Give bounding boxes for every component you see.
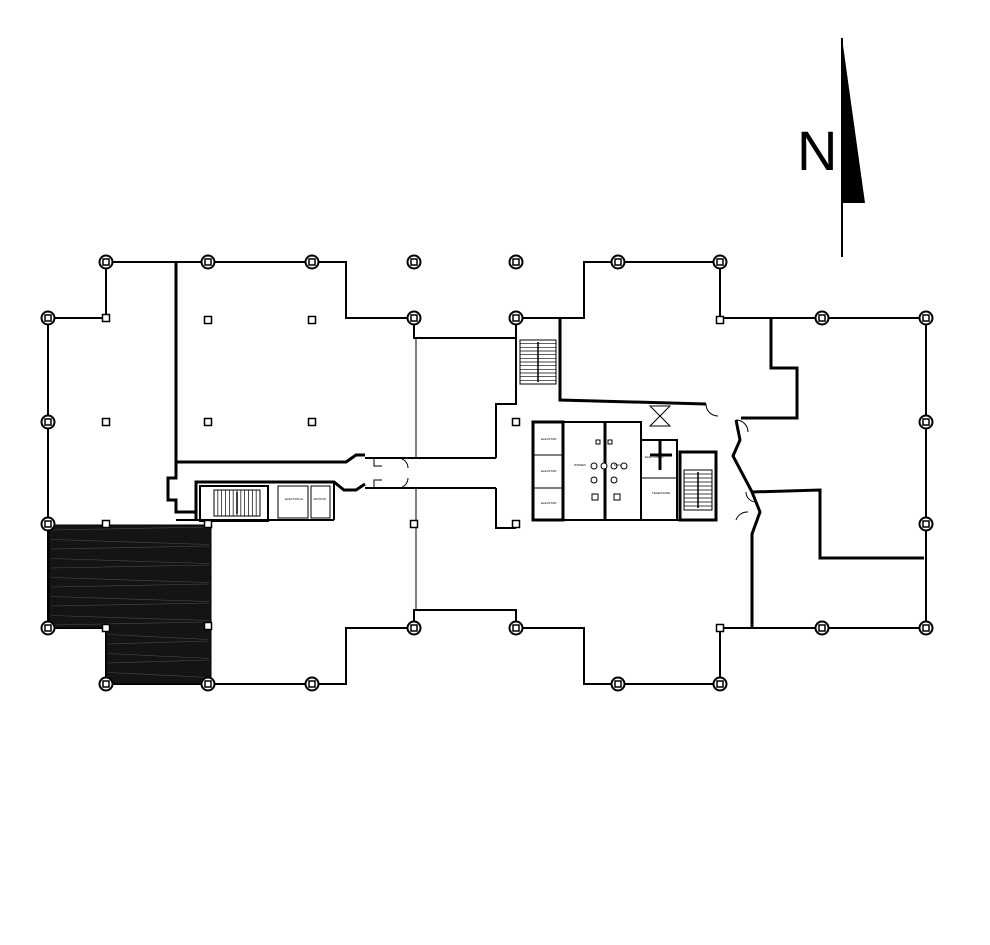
column-13 xyxy=(918,414,934,430)
column-20 xyxy=(918,620,934,636)
column-23 xyxy=(304,676,320,692)
interior-column-3 xyxy=(715,315,725,325)
column-0 xyxy=(98,254,114,270)
west-wing-walls xyxy=(166,262,366,522)
column-17 xyxy=(406,620,422,636)
column-10 xyxy=(814,310,830,326)
column-19 xyxy=(814,620,830,636)
room-label-electrical: ELECTRICAL xyxy=(285,497,304,501)
east-wing-walls xyxy=(705,318,924,628)
north-arrow-head xyxy=(842,38,865,203)
north-label: N xyxy=(797,119,837,182)
column-1 xyxy=(200,254,216,270)
column-25 xyxy=(712,676,728,692)
interior-column-6 xyxy=(307,417,317,427)
room-label-telephone: TELEPHONE xyxy=(652,491,670,495)
interior-column-8 xyxy=(101,519,111,529)
room-label-men: MEN xyxy=(614,463,621,467)
column-11 xyxy=(918,310,934,326)
central-corridor xyxy=(365,338,496,610)
interior-column-14 xyxy=(715,623,725,633)
column-24 xyxy=(610,676,626,692)
structural-columns xyxy=(40,254,934,692)
column-18 xyxy=(508,620,524,636)
column-14 xyxy=(40,516,56,532)
interior-column-5 xyxy=(203,417,213,427)
restroom-fixtures xyxy=(590,439,628,501)
column-2 xyxy=(304,254,320,270)
interior-column-10 xyxy=(409,519,419,529)
column-15 xyxy=(918,516,934,532)
room-label-women: WOMEN xyxy=(574,463,586,467)
column-8 xyxy=(406,310,422,326)
room-label-elevator-1: ELEVATOR xyxy=(541,437,557,441)
room-label-elevator-3: ELEVATOR xyxy=(541,501,557,505)
column-3 xyxy=(406,254,422,270)
column-5 xyxy=(610,254,626,270)
fountain-fixture xyxy=(648,405,672,470)
north-arrow: N xyxy=(797,38,865,257)
interior-column-7 xyxy=(511,417,521,427)
column-4 xyxy=(508,254,524,270)
interior-column-12 xyxy=(101,623,111,633)
column-12 xyxy=(40,414,56,430)
roof-hatch-area xyxy=(48,524,212,685)
interior-column-11 xyxy=(511,519,521,529)
column-7 xyxy=(40,310,56,326)
exterior-walls xyxy=(47,261,927,685)
column-22 xyxy=(200,676,216,692)
building-core xyxy=(495,318,718,529)
interior-column-0 xyxy=(101,313,111,323)
interior-column-4 xyxy=(101,417,111,427)
interior-column-1 xyxy=(203,315,213,325)
column-9 xyxy=(508,310,524,326)
column-16 xyxy=(40,620,56,636)
interior-column-2 xyxy=(307,315,317,325)
interior-column-9 xyxy=(203,519,213,529)
room-label-electrical-2: ELECTRICAL xyxy=(645,455,664,459)
room-label-elevator-2: ELEVATOR xyxy=(541,469,557,473)
interior-column-13 xyxy=(203,621,213,631)
column-6 xyxy=(712,254,728,270)
room-label-janitor: JANITOR xyxy=(313,497,327,501)
column-21 xyxy=(98,676,114,692)
room-labels: ELECTRICAL JANITOR ELEVATOR ELEVATOR ELE… xyxy=(285,437,670,505)
